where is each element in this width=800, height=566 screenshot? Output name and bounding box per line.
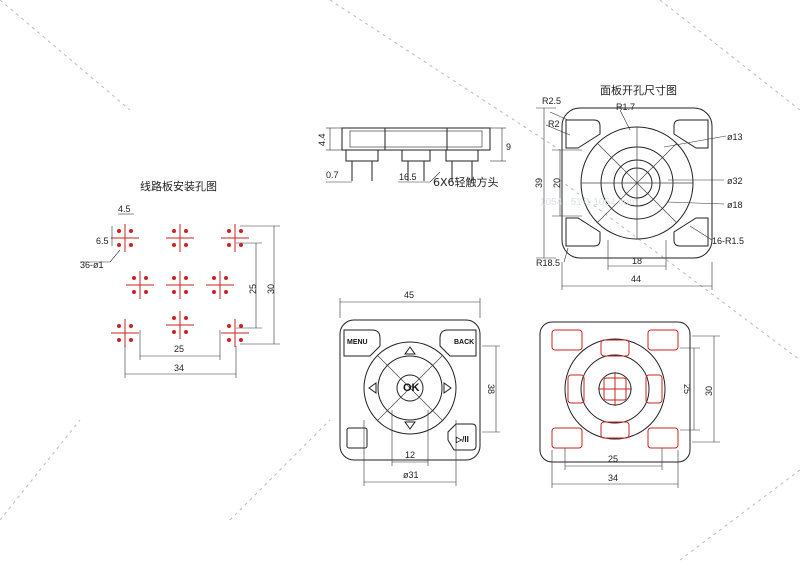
side-view	[326, 127, 506, 183]
mounting-hole	[129, 324, 133, 328]
mounting-hole	[117, 324, 121, 328]
mounting-hole	[227, 243, 231, 247]
bottom-dim-30-vertical: 30	[704, 386, 714, 396]
mounting-hole	[172, 243, 176, 247]
diameter-32: ø32	[727, 176, 743, 186]
dim-4-5: 4.5	[118, 204, 131, 214]
pcb-mount-title: 线路板安装孔图	[140, 179, 217, 193]
mounting-hole	[184, 243, 188, 247]
panel-cutout-drawing	[536, 107, 727, 290]
mounting-hole	[227, 324, 231, 328]
mounting-hole	[227, 338, 231, 342]
mounting-hole	[172, 276, 176, 280]
dim-18: 18	[632, 256, 642, 266]
dim-44: 44	[631, 274, 641, 284]
mounting-hole	[172, 229, 176, 233]
dim-38: 38	[486, 384, 496, 394]
play-pause-label: ▷/II	[455, 435, 469, 444]
dim-12: 12	[405, 450, 415, 460]
mounting-hole	[172, 330, 176, 334]
dim-25-horizontal: 25	[174, 344, 184, 354]
dim-20: 20	[552, 178, 562, 188]
dim-4-4: 4.4	[317, 133, 327, 146]
mounting-hole	[239, 243, 243, 247]
dim-25-vertical: 25	[248, 284, 258, 294]
dim-d31: ø31	[403, 470, 419, 480]
mounting-hole	[184, 276, 188, 280]
hole-count-label: 36-ø1	[80, 260, 104, 270]
radius-r2-5: R2.5	[542, 96, 561, 106]
mounting-hole	[129, 243, 133, 247]
back-key-outline	[439, 329, 477, 357]
mounting-hole	[129, 338, 133, 342]
menu-button-label: MENU	[347, 339, 368, 346]
mounting-hole	[144, 290, 148, 294]
bottom-view	[539, 321, 720, 488]
mounting-hole	[129, 229, 133, 233]
watermark: 1054 . 51-1 1054.com	[540, 197, 637, 208]
diameter-18: ø18	[727, 200, 743, 210]
mounting-hole	[239, 229, 243, 233]
ok-button-label: OK	[403, 382, 420, 394]
mounting-hole	[117, 338, 121, 342]
dim-30-vertical: 30	[266, 284, 276, 294]
mounting-hole	[184, 290, 188, 294]
dim-6-5: 6.5	[96, 236, 109, 246]
mounting-hole	[144, 276, 148, 280]
radius-16-r1-5: 16-R1.5	[712, 236, 744, 246]
panel-cutout-title: 面板开孔尺寸图	[600, 83, 677, 97]
radius-r2: R2	[548, 119, 560, 129]
dim-39: 39	[534, 178, 544, 188]
bottom-dim-25-vertical: 25	[682, 384, 692, 394]
mounting-hole	[184, 316, 188, 320]
mounting-hole	[184, 330, 188, 334]
pcb-hole-pattern	[111, 224, 249, 347]
mounting-hole	[117, 243, 121, 247]
diameter-13: ø13	[727, 132, 743, 142]
mounting-hole	[212, 290, 216, 294]
dim-0-7: 0.7	[326, 170, 339, 180]
mounting-hole	[224, 290, 228, 294]
dim-9: 9	[506, 142, 511, 152]
mounting-hole	[227, 229, 231, 233]
pcb-dimensions	[80, 213, 280, 378]
mounting-hole	[239, 338, 243, 342]
mounting-hole	[184, 229, 188, 233]
bottom-dim-34: 34	[608, 473, 618, 483]
back-button-label: BACK	[454, 339, 474, 346]
radius-r1-7: R1.7	[616, 102, 635, 112]
dim-45: 45	[404, 290, 414, 300]
menu-key-outline	[343, 329, 381, 357]
mounting-hole	[224, 276, 228, 280]
mounting-hole	[117, 229, 121, 233]
mounting-hole	[172, 316, 176, 320]
front-view	[339, 298, 500, 486]
mounting-hole	[212, 276, 216, 280]
bottom-dim-25: 25	[608, 454, 618, 464]
tact-switch-label: 6X6轻触方头	[433, 175, 499, 189]
radius-r18-5: R18.5	[536, 258, 560, 268]
dim-34-horizontal: 34	[174, 363, 184, 373]
mounting-hole	[132, 276, 136, 280]
mounting-hole	[132, 290, 136, 294]
mounting-hole	[172, 290, 176, 294]
mounting-hole	[239, 324, 243, 328]
dim-16-5: 16.5	[399, 172, 417, 182]
